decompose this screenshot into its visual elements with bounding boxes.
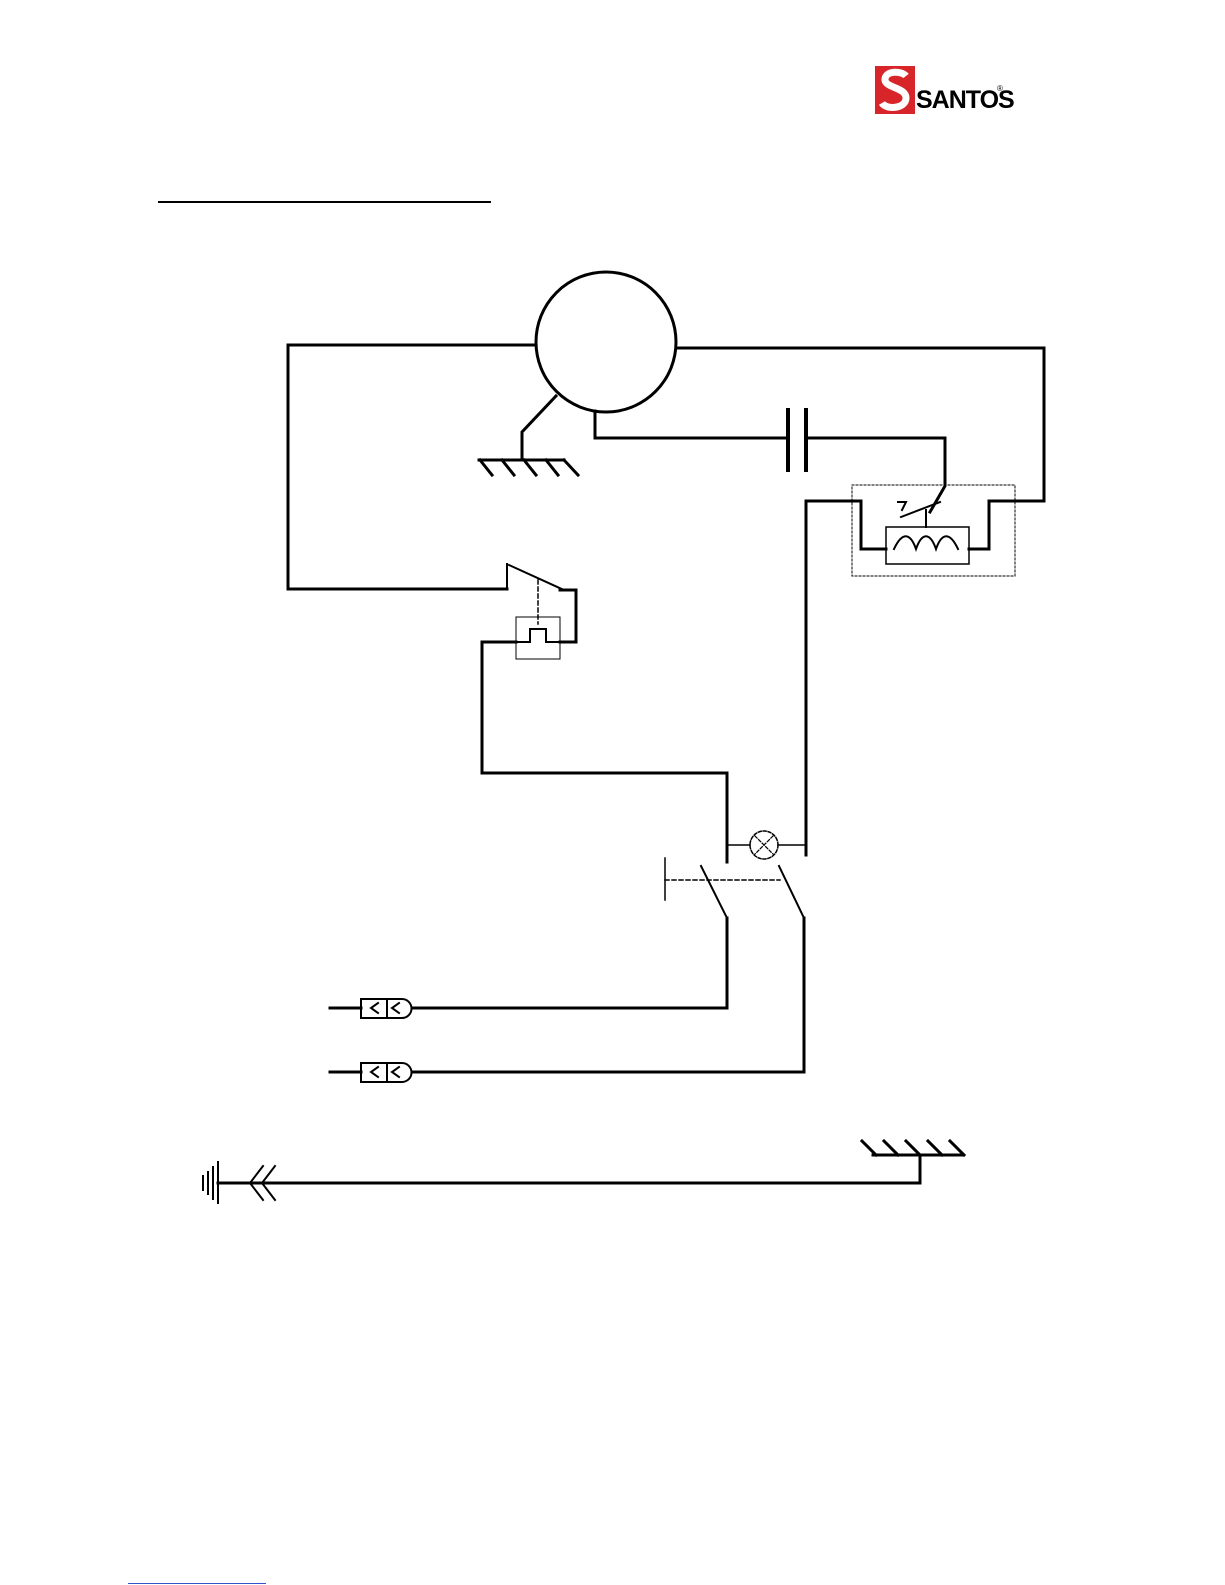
thermal-protector-icon bbox=[482, 564, 727, 862]
chassis-ground-icon bbox=[862, 1141, 964, 1183]
thermal-relay-icon bbox=[806, 485, 1015, 855]
footer-link-underline bbox=[128, 1583, 266, 1584]
double-pole-switch-icon bbox=[412, 858, 804, 1072]
capacitor-wire bbox=[595, 411, 945, 512]
motor-circle bbox=[536, 272, 676, 412]
capacitor-icon bbox=[788, 410, 806, 470]
earth-ground-icon bbox=[203, 1162, 920, 1203]
plug-connector-icon bbox=[330, 999, 412, 1018]
lamp-icon bbox=[727, 831, 806, 859]
plug-connector-icon bbox=[330, 1063, 412, 1082]
motor-ground-wire bbox=[522, 396, 556, 460]
wire-motor-left bbox=[288, 345, 535, 589]
chassis-ground-icon bbox=[479, 460, 578, 475]
